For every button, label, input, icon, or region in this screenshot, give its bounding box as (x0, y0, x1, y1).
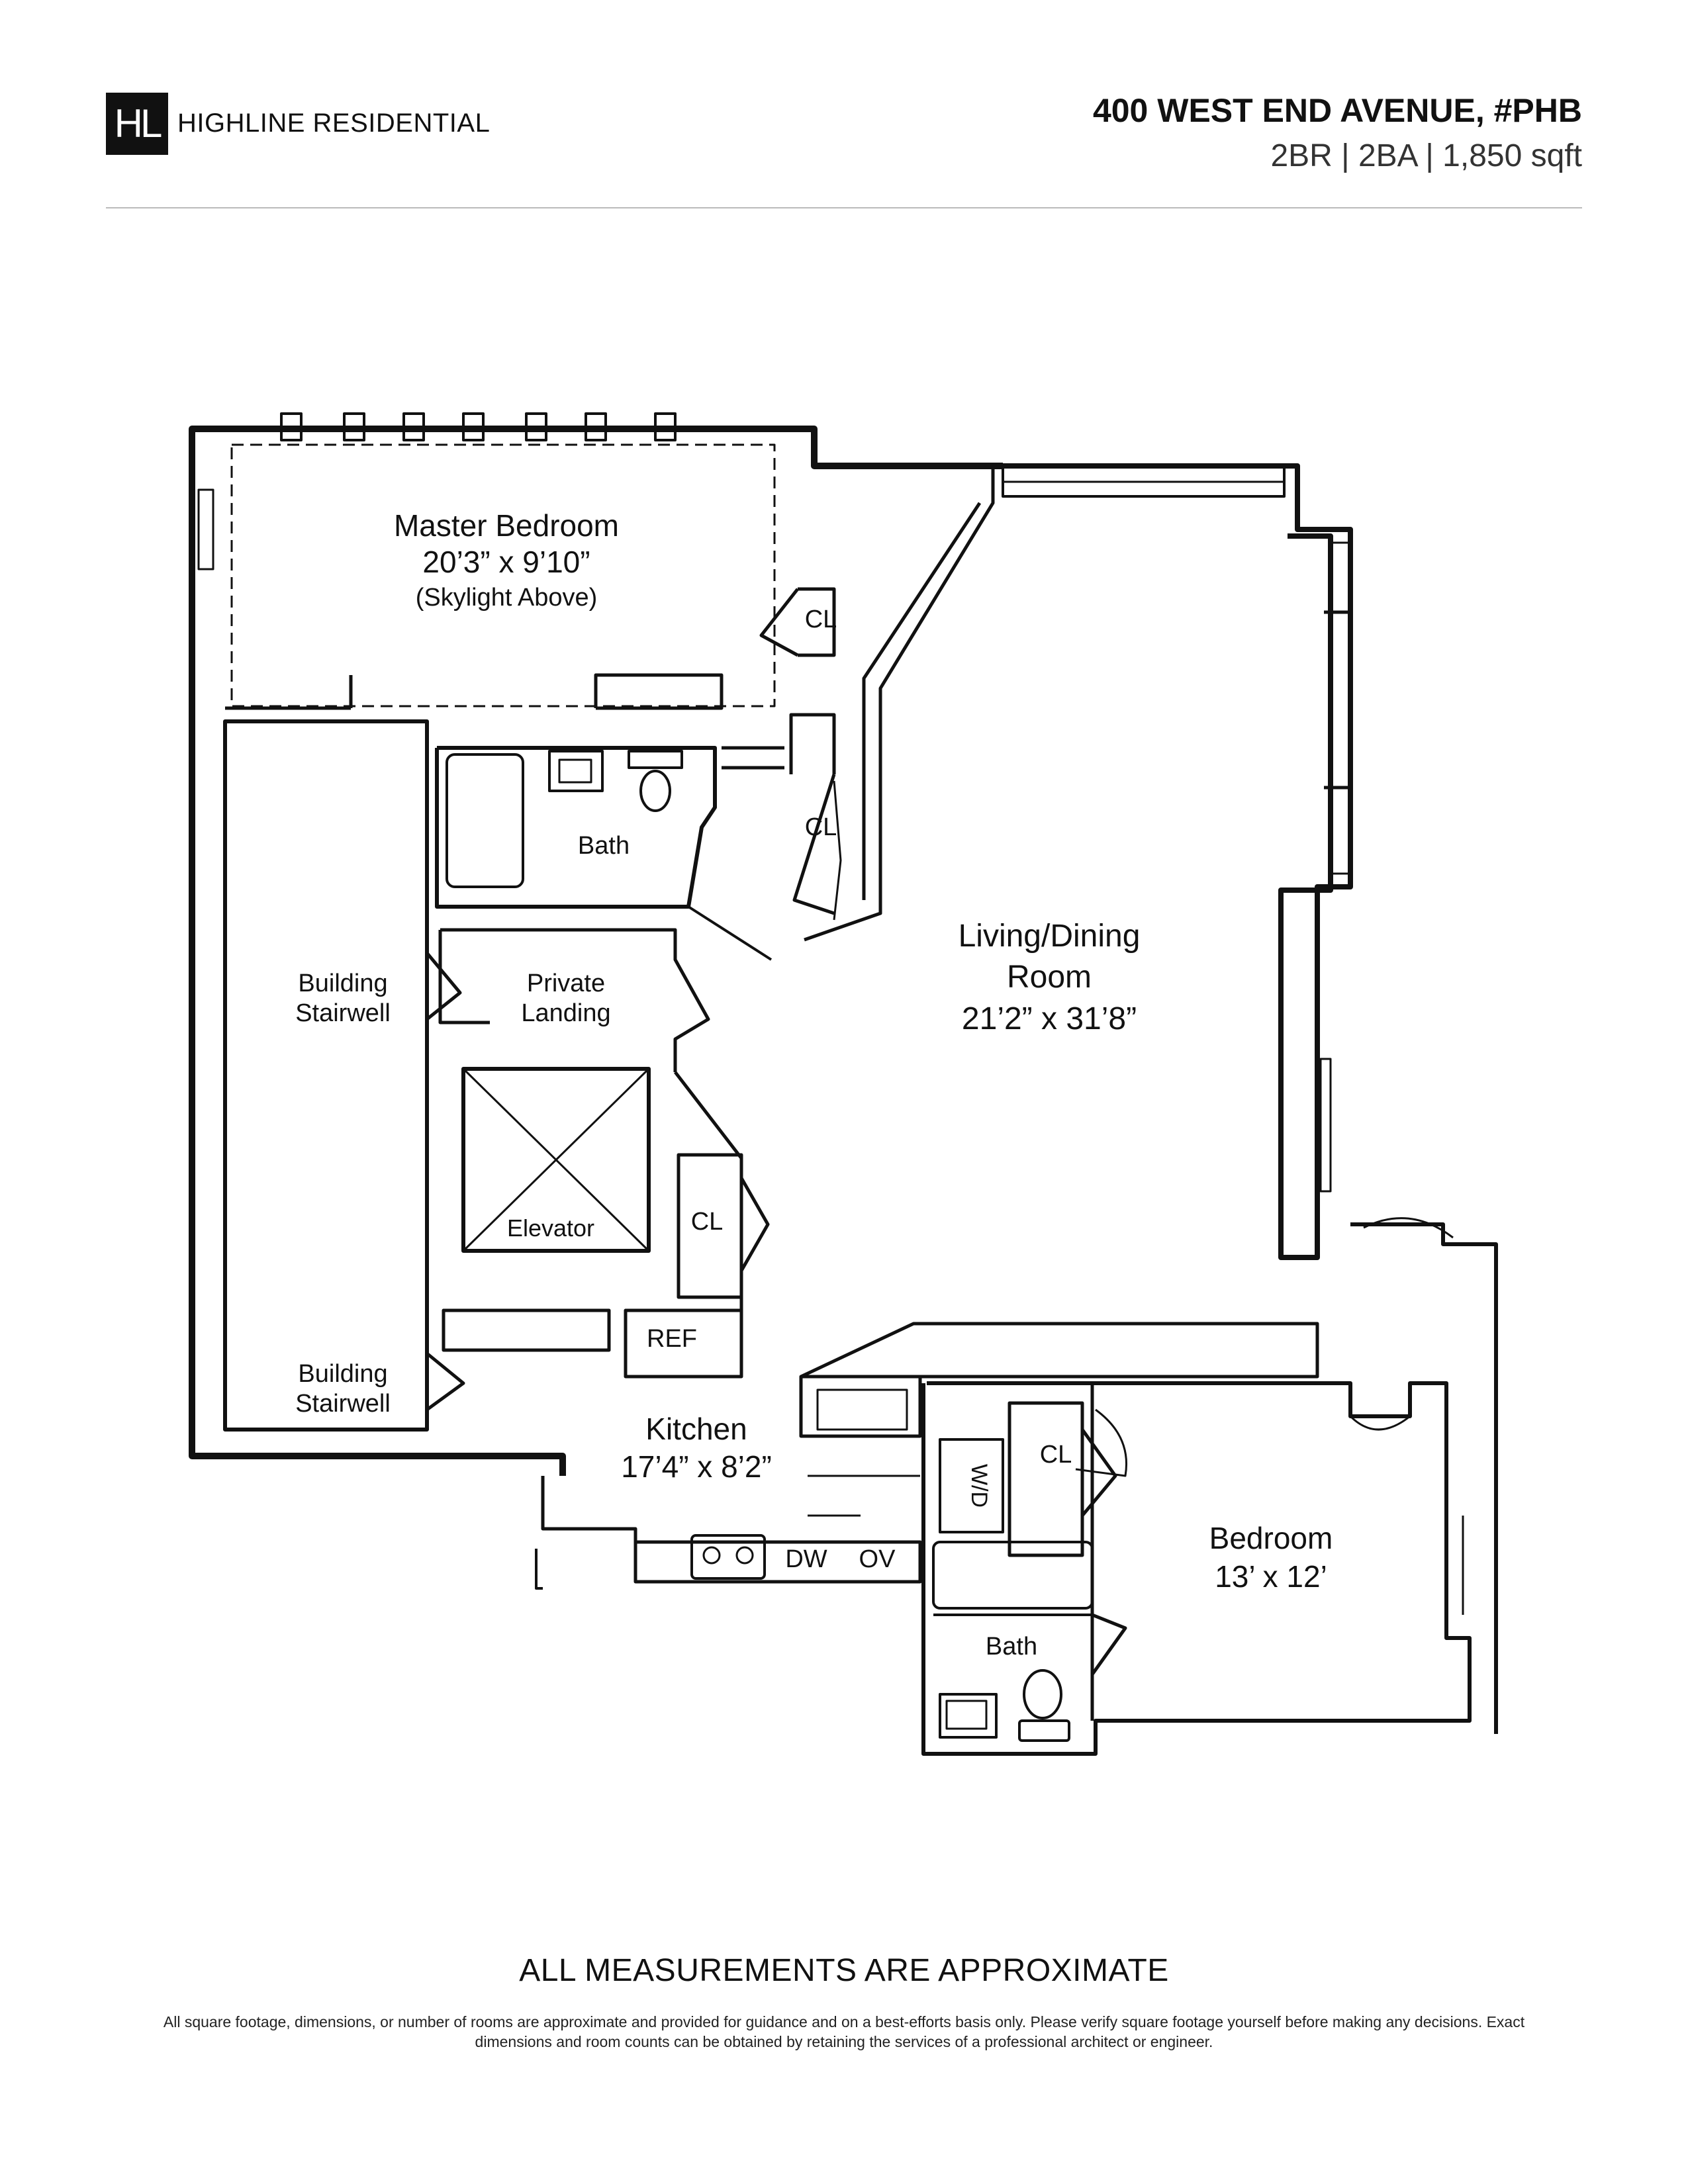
master-bedroom-note: (Skylight Above) (416, 584, 598, 612)
stairwell-bottom-line2: Stairwell (295, 1390, 391, 1418)
header-divider (106, 207, 1582, 208)
kitchen-size: 17’4” x 8’2” (621, 1449, 772, 1484)
living-room-name-1: Living/Dining (959, 919, 1141, 954)
landing-line1: Private (527, 970, 605, 997)
listing-specs: 2BR | 2BA | 1,850 sqft (1270, 138, 1582, 173)
master-bedroom-name: Master Bedroom (394, 508, 619, 543)
elevator-closet-label: CL (691, 1208, 724, 1236)
living-room-walls (789, 463, 1498, 1734)
landing-line2: Landing (521, 999, 610, 1027)
stairwell-bottom-line1: Building (298, 1360, 387, 1388)
master-bedroom-walls (189, 412, 1003, 710)
hall-closet-label: CL (805, 813, 837, 841)
master-bath (435, 746, 784, 961)
measurements-notice: ALL MEASUREMENTS ARE APPROXIMATE (519, 1953, 1169, 1988)
elevator-label: Elevator (507, 1214, 594, 1242)
master-bedroom-size: 20’3” x 9’10” (422, 545, 590, 579)
second-bedroom (921, 1381, 1472, 1756)
washer-dryer-label: W/D (966, 1464, 992, 1508)
brand-name: HIGHLINE RESIDENTIAL (177, 109, 491, 138)
kitchen-north (442, 1153, 770, 1379)
second-bath-label: Bath (986, 1633, 1037, 1661)
living-room-name-2: Room (1007, 960, 1092, 995)
kitchen (535, 1322, 1319, 1590)
oven-label: OV (859, 1545, 896, 1573)
bedroom-size: 13’ x 12’ (1215, 1559, 1327, 1594)
bedroom-closet-label: CL (1040, 1441, 1072, 1469)
brand-logo: HL (106, 93, 168, 155)
building-stairwell (189, 692, 566, 1476)
disclaimer-text: All square footage, dimensions, or numbe… (163, 2013, 1525, 2050)
master-closet-label: CL (805, 606, 837, 633)
bedroom-name: Bedroom (1209, 1521, 1333, 1555)
living-room-size: 21’2” x 31’8” (962, 1001, 1137, 1036)
stairwell-top-line1: Building (298, 970, 387, 997)
dishwasher-label: DW (785, 1545, 827, 1573)
stairwell-top-line2: Stairwell (295, 999, 391, 1027)
master-bath-label: Bath (578, 832, 630, 860)
listing-address: 400 WEST END AVENUE, #PHB (1092, 92, 1582, 129)
kitchen-name: Kitchen (645, 1412, 747, 1446)
ref-label: REF (647, 1325, 697, 1353)
